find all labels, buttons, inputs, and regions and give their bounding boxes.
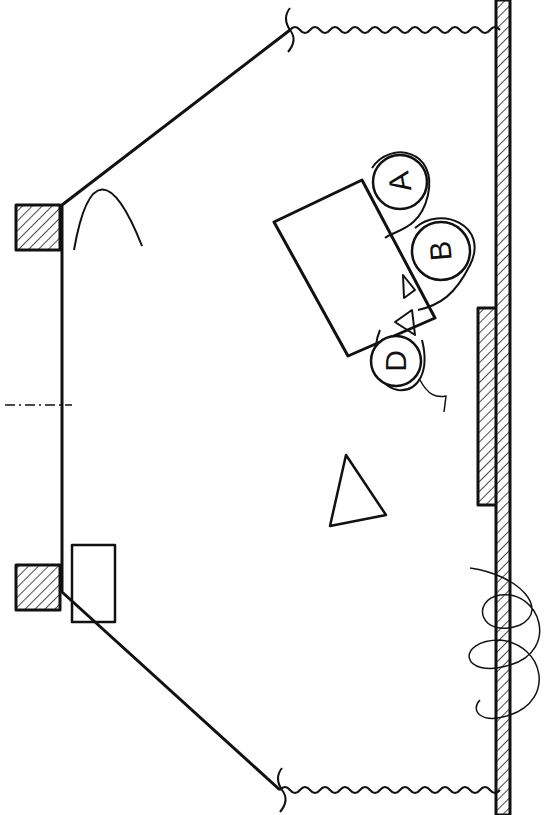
centre-line [5, 404, 72, 406]
floor-step [478, 308, 496, 505]
person-letter: B [425, 240, 457, 263]
wall-outline [62, 30, 290, 790]
column [16, 205, 60, 250]
arm-triangle [395, 310, 415, 335]
person-head: B [410, 220, 472, 282]
break-line [280, 787, 500, 793]
break-line [290, 27, 500, 33]
triangle-symbol [330, 455, 386, 526]
person-head: A [371, 153, 429, 211]
light-curve [74, 189, 142, 250]
break-line [286, 8, 294, 52]
column [16, 565, 60, 610]
arm-triangle [403, 275, 415, 298]
person-body [372, 152, 429, 238]
person-letter: D [381, 350, 411, 372]
break-line [278, 768, 286, 812]
tail-stroke [420, 380, 446, 412]
person-head: D [369, 334, 423, 388]
fixture-box [72, 545, 115, 622]
floor-slab [496, 0, 510, 815]
wave-sketch [469, 568, 540, 718]
